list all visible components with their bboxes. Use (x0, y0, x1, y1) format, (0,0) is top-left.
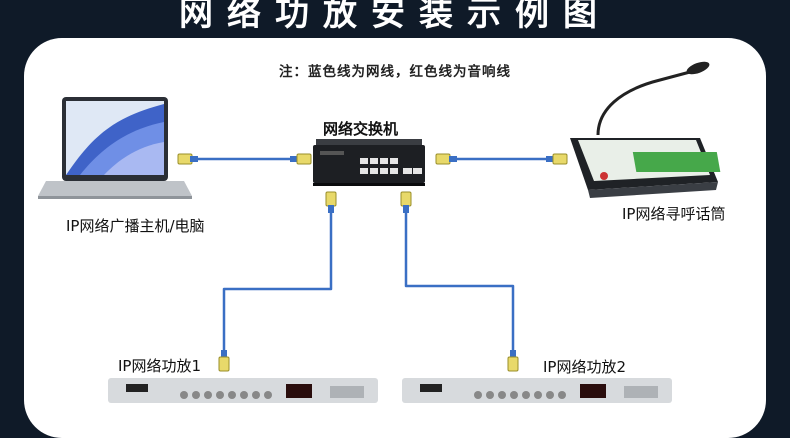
switch-label: 网络交换机 (323, 120, 399, 138)
top-banner: 网络功放安装示例图 (0, 0, 790, 40)
rj45-plug-switch-left (290, 153, 312, 165)
rj45-plug-amp1 (218, 350, 230, 372)
rj45-plug-amp2 (507, 350, 519, 372)
rj45-plug-switch-down-1 (325, 191, 337, 213)
cable-switch-amp2 (404, 205, 515, 358)
laptop-illustration (38, 97, 192, 199)
rj45-plug-pc (177, 153, 198, 165)
amplifier-1-illustration (108, 378, 378, 403)
rj45-plug-switch-down-2 (400, 191, 412, 213)
rj45-plug-mic (546, 153, 568, 165)
cable-legend-note: 注：蓝色线为网线，红色线为音响线 (279, 64, 511, 80)
rj45-connectors (177, 153, 568, 372)
banner-title: 网络功放安装示例图 (179, 0, 611, 34)
network-switch-illustration (313, 139, 425, 186)
microphone-label: IP网络寻呼话筒 (622, 205, 726, 223)
pc-label: IP网络广播主机/电脑 (66, 217, 205, 235)
amplifier-2-label: IP网络功放2 (543, 358, 627, 376)
paging-microphone-illustration (570, 61, 721, 198)
rj45-plug-switch-right (435, 153, 457, 165)
cable-switch-amp1 (222, 205, 333, 358)
network-cables (180, 157, 555, 358)
connection-diagram (38, 61, 721, 403)
amplifier-2-illustration (402, 378, 672, 403)
amplifier-1-label: IP网络功放1 (118, 357, 202, 375)
